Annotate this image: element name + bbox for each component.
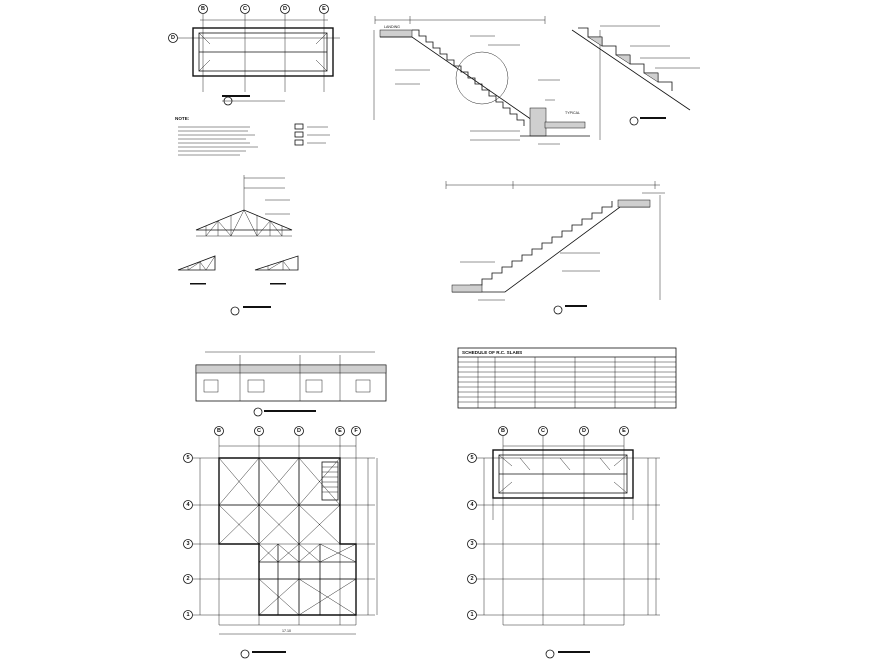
grid-bubble-c: C: [243, 6, 247, 12]
plan-b-grid-letters: B C D E: [498, 426, 629, 436]
slab-schedule-table: SCHEDULE OF R.C. SLABS: [457, 347, 677, 409]
typical-label-1: TYPICAL: [565, 111, 580, 115]
plan-a-bubble-1: 1: [186, 612, 189, 618]
plan-b-bubble-1: 1: [470, 612, 473, 618]
plan-b-bubble-d: D: [582, 428, 586, 434]
plan-b-bubble-5: 5: [470, 455, 473, 461]
plan-a-bubble-c: C: [257, 428, 261, 434]
plan-a-grid-letters: B C D E F: [214, 426, 361, 436]
plan-a-bubble-f: F: [354, 428, 358, 434]
plan-b-bubble-3: 3: [470, 541, 473, 547]
roof-beam-plan: B C D E D: [168, 4, 340, 106]
plan-a-bubble-4: 4: [186, 502, 190, 508]
grid-bubble-b: B: [201, 6, 205, 12]
grid-bubble-d: D: [283, 6, 287, 12]
plan-a-bubble-e: E: [338, 428, 342, 434]
plan-b-bubble-4: 4: [470, 502, 474, 508]
stair-section-2: [445, 181, 665, 315]
roof-plan-b: B C D E 5 4 3 2 1: [467, 426, 660, 659]
notes-heading: NOTE:: [175, 116, 190, 121]
stair-section-detail: LANDING TYPICAL: [373, 16, 601, 145]
plan-a-bubble-5: 5: [186, 455, 189, 461]
plan-b-bubble-b: B: [501, 428, 505, 434]
beam-section-strip: [195, 351, 387, 417]
grid-bubbles-top: B C D E D: [168, 4, 329, 43]
plan-a-total-dim: 17.10: [282, 629, 291, 633]
plan-b-grid-numbers: 5 4 3 2 1: [467, 453, 477, 620]
step-detail: [571, 25, 700, 126]
landing-label: LANDING: [384, 25, 400, 29]
plan-b-bubble-e: E: [622, 428, 626, 434]
schedule-title: SCHEDULE OF R.C. SLABS: [462, 350, 522, 355]
grid-bubble-side-d: D: [171, 35, 175, 41]
plan-b-bubble-2: 2: [470, 576, 473, 582]
plan-a-bubble-d: D: [297, 428, 301, 434]
plan-a-bubble-b: B: [217, 428, 221, 434]
general-notes: NOTE:: [175, 116, 330, 156]
grid-bubble-e: E: [322, 6, 326, 12]
plan-a-grid-numbers: 5 4 3 2 1: [183, 453, 193, 620]
plan-a-bubble-2: 2: [186, 576, 189, 582]
roof-truss-detail: [177, 175, 299, 316]
plan-b-bubble-c: C: [541, 428, 545, 434]
floor-slab-plan-a: B C D E F 5 4 3 2 1: [183, 426, 378, 659]
plan-a-bubble-3: 3: [186, 541, 189, 547]
